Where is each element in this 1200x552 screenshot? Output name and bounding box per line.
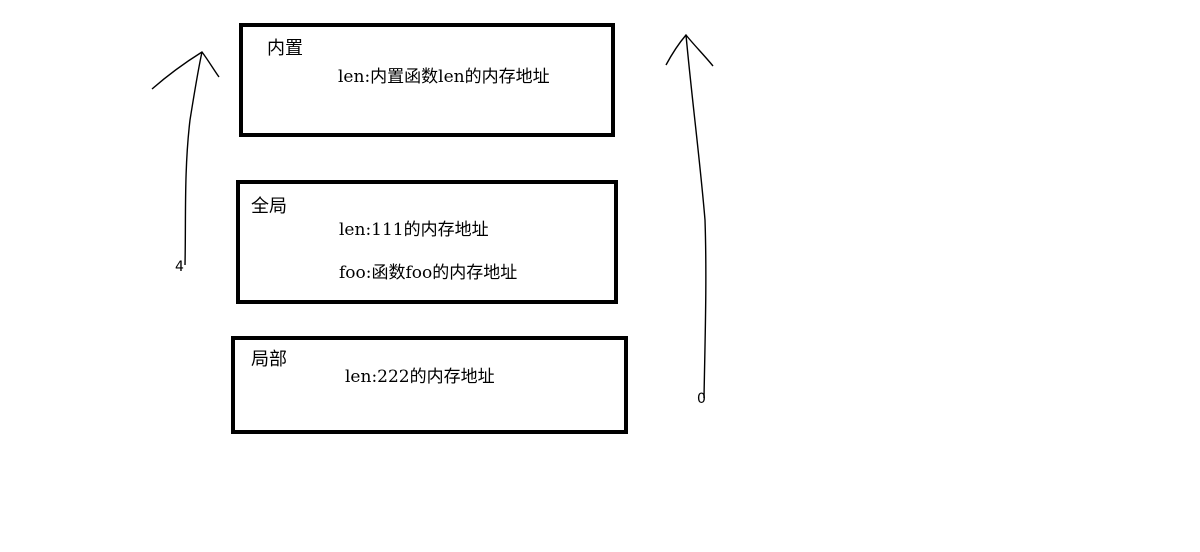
left-up-arrow-shaft bbox=[184, 51, 203, 266]
right-arrow-end-mark: 0 bbox=[697, 391, 706, 407]
builtin-scope-label: 内置 bbox=[267, 38, 303, 59]
right-up-arrow-shaft bbox=[685, 34, 707, 399]
builtin-entry-len: len:内置函数len的内存地址 bbox=[338, 67, 550, 87]
global-entry-foo: foo:函数foo的内存地址 bbox=[339, 263, 518, 283]
left-up-arrow-head bbox=[151, 51, 220, 90]
left-arrow-end-mark: 4 bbox=[175, 259, 184, 275]
builtin-scope-box: 内置 len:内置函数len的内存地址 bbox=[239, 23, 615, 137]
local-scope-label: 局部 bbox=[251, 349, 287, 370]
local-entry-len: len:222的内存地址 bbox=[345, 367, 495, 387]
local-scope-box: 局部 len:222的内存地址 bbox=[231, 336, 628, 434]
right-up-arrow-head bbox=[665, 33, 714, 67]
global-scope-label: 全局 bbox=[251, 196, 287, 217]
global-entry-len: len:111的内存地址 bbox=[339, 220, 489, 240]
global-scope-box: 全局 len:111的内存地址 foo:函数foo的内存地址 bbox=[236, 180, 618, 304]
